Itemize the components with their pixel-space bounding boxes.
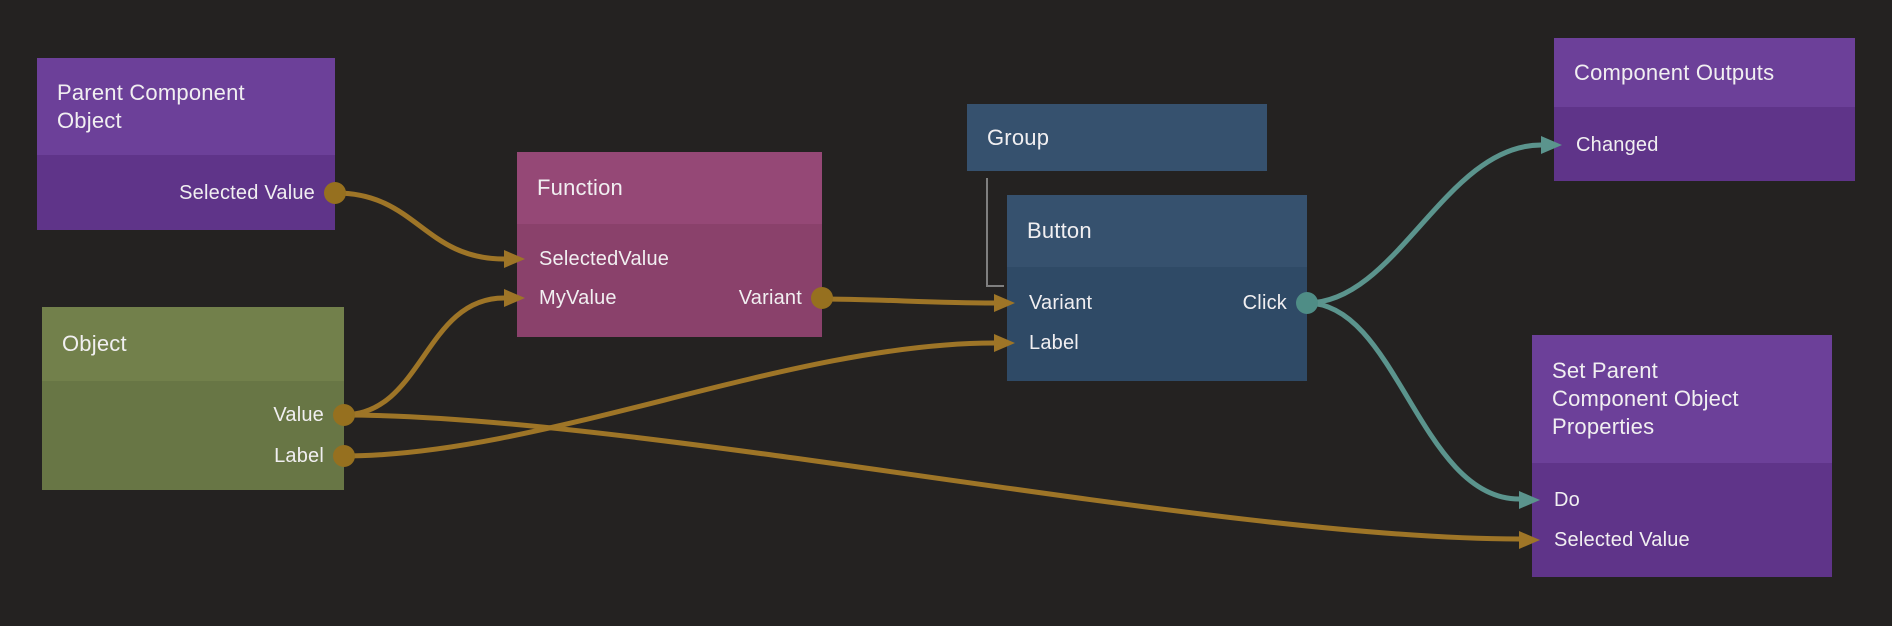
port-label-input[interactable]: Label [994, 323, 1307, 363]
wire-click-to-changed[interactable] [1304, 142, 1544, 306]
wire-label-to-button-label[interactable] [340, 340, 997, 459]
node-function[interactable]: Function SelectedValue MyValue Variant [504, 152, 833, 337]
wire-click-to-do[interactable] [1304, 300, 1522, 502]
input-arrow-icon [994, 334, 1015, 352]
node-title: Function [537, 175, 623, 200]
port-variant-output[interactable]: Variant [517, 278, 833, 318]
input-arrow-icon [504, 289, 525, 307]
wire-selectedvalue-to-function[interactable] [333, 190, 507, 262]
node-parent-component-object[interactable]: Parent Component Object Selected Value [37, 58, 346, 230]
port-do-input[interactable]: Do [1519, 480, 1832, 520]
input-arrow-icon [1541, 136, 1562, 154]
port-label-output[interactable]: Label [42, 436, 355, 476]
wire-value-to-setparent-selectedvalue[interactable] [340, 412, 1522, 542]
port-click-output[interactable]: Click [1007, 283, 1318, 323]
wire-value-to-myvalue[interactable] [340, 295, 507, 418]
wire-variant-to-button-variant[interactable] [817, 296, 997, 306]
node-group[interactable]: Group [967, 104, 1267, 171]
node-component-outputs[interactable]: Component Outputs Changed [1541, 38, 1855, 181]
node-title: Set Parent Component Object Properties [1552, 358, 1739, 439]
output-connector-dot[interactable] [324, 182, 346, 204]
port-selected-value-output[interactable]: Selected Value [37, 173, 346, 213]
node-title: Button [1027, 218, 1092, 243]
node-set-parent-component-object-properties[interactable]: Set Parent Component Object Properties D… [1519, 335, 1832, 577]
output-connector-dot[interactable] [1296, 292, 1318, 314]
node-title: Group [987, 124, 1050, 150]
output-connector-dot[interactable] [811, 287, 833, 309]
input-arrow-icon [504, 250, 525, 268]
port-value-output[interactable]: Value [42, 395, 355, 435]
output-connector-dot[interactable] [333, 404, 355, 426]
node-object[interactable]: Object Value Label [42, 307, 355, 490]
input-arrow-icon [1519, 531, 1540, 549]
port-myvalue-input[interactable]: MyValue [504, 278, 822, 318]
port-variant-input[interactable]: Variant [994, 283, 1307, 323]
port-selected-value-input[interactable]: Selected Value [1519, 520, 1832, 560]
input-arrow-icon [994, 294, 1015, 312]
node-button[interactable]: Button Variant Label Click [994, 195, 1318, 381]
node-title: Parent Component Object [57, 79, 245, 133]
node-title: Object [62, 331, 127, 356]
output-connector-dot[interactable] [333, 445, 355, 467]
input-arrow-icon [1519, 491, 1540, 509]
wire-group-to-button[interactable] [986, 178, 1004, 287]
port-selectedvalue-input[interactable]: SelectedValue [504, 239, 822, 279]
node-title: Component Outputs [1574, 59, 1775, 85]
port-changed-input[interactable]: Changed [1541, 125, 1855, 165]
